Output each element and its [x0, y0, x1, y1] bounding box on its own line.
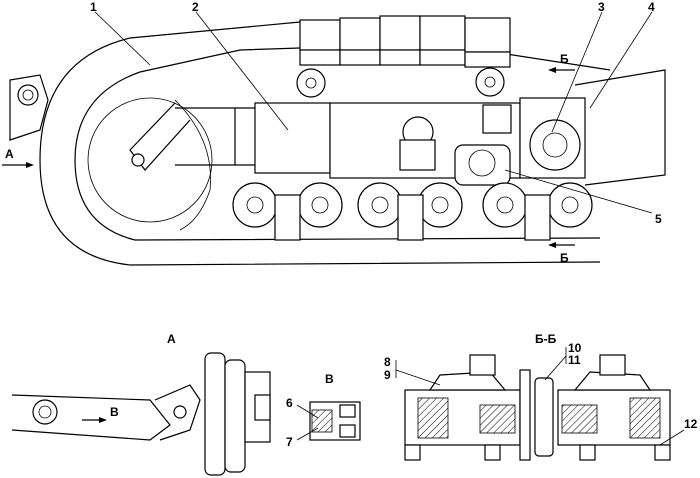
pin-assembly-section — [311, 409, 333, 433]
pin-bolt-bottom — [339, 424, 356, 438]
view-a-arrow-label: А — [5, 147, 14, 161]
view-a: А В — [11, 332, 271, 476]
idler-wheel — [174, 99, 211, 231]
sprocket-housing — [574, 69, 666, 186]
section-b-b: Б-Б 8 9 10 11 12 — [384, 332, 698, 461]
callout-6: 6 — [286, 396, 293, 410]
view-b-title: В — [325, 372, 334, 386]
roller-right-foot-a — [579, 444, 596, 461]
idler-wheel-rim-b — [224, 359, 246, 473]
section-mark-bottom: Б — [560, 251, 569, 265]
yoke-eye — [32, 399, 58, 425]
section-mark-top: Б — [560, 52, 569, 66]
track-rollers — [232, 182, 593, 241]
section-center-flange — [519, 369, 531, 461]
view-b-arrow-label: В — [110, 405, 119, 419]
leader-3 — [551, 11, 603, 133]
leader-2 — [195, 11, 289, 131]
idler-wheel-rim-a — [204, 352, 226, 476]
leader-1 — [94, 11, 151, 66]
main-view: Б Б А 1 2 3 4 5 — [2, 0, 666, 266]
towing-eye-bracket — [9, 74, 49, 141]
carrier-roller-left-hub — [305, 77, 317, 89]
carrier-roller-right-hub — [484, 76, 496, 88]
roller-right-top — [573, 371, 652, 391]
section-center-disc — [534, 377, 554, 457]
callout-1: 1 — [90, 0, 97, 14]
section-title: Б-Б — [535, 332, 557, 346]
final-drive-hub — [529, 119, 581, 171]
final-drive-hub-inner — [542, 132, 568, 158]
callout-11: 11 — [568, 353, 581, 367]
pin-bolt-top — [339, 404, 356, 418]
roller-right-foot-b — [654, 444, 671, 461]
roller-left-foot-b — [484, 444, 501, 461]
track-chain-outer — [39, 21, 611, 266]
view-b-arrowhead — [99, 417, 107, 423]
callout-12: 12 — [684, 417, 698, 431]
leader-10-11 — [544, 355, 567, 381]
callout-9: 9 — [384, 368, 391, 382]
carrier-roller-right — [475, 67, 505, 97]
roller-right-bushing — [561, 404, 598, 434]
view-a-arrowhead — [26, 162, 34, 168]
leader-8-9 — [395, 369, 441, 386]
upper-track-shoes — [299, 15, 511, 68]
towing-eye-hole — [22, 89, 34, 101]
callout-8: 8 — [384, 355, 391, 369]
roller-right-lube-fitting — [599, 354, 626, 376]
leader-12 — [659, 429, 685, 446]
view-a-title: А — [167, 332, 176, 346]
idler-yoke-arm — [11, 394, 171, 441]
view-b: В 6 7 — [286, 372, 361, 449]
carrier-roller-left — [296, 68, 326, 98]
roller-left-shaft-section — [417, 397, 449, 439]
track-frame-front-block — [254, 102, 331, 174]
callout-4: 4 — [648, 0, 655, 14]
yoke-clamp — [154, 384, 201, 441]
leader-7 — [296, 427, 319, 441]
callout-5: 5 — [655, 212, 662, 226]
roller-shaft-flange — [454, 144, 511, 186]
roller-left-bushing — [479, 404, 516, 434]
roller-shaft-bore — [468, 149, 496, 177]
roller-right-shaft-section — [629, 397, 661, 439]
towing-eye — [17, 84, 39, 106]
leader-6 — [296, 404, 319, 419]
callout-2: 2 — [192, 0, 199, 14]
leader-5 — [504, 169, 653, 214]
leader-4 — [589, 11, 653, 109]
roller-left-lube-fitting — [469, 354, 496, 376]
yoke-eye-hole — [38, 405, 52, 419]
section-arrowhead-bottom — [548, 242, 556, 248]
callout-3: 3 — [598, 0, 605, 14]
idler-axle-cap — [254, 394, 271, 421]
idler-pin — [131, 153, 145, 167]
idler-wheel-arc — [87, 97, 213, 223]
callout-10: 10 — [568, 341, 582, 355]
recoil-spring-tube — [175, 107, 255, 166]
callout-7: 7 — [286, 435, 293, 449]
roller-left-foot-a — [404, 444, 421, 461]
yoke-clamp-bolt — [173, 405, 187, 419]
frame-bracket — [399, 139, 436, 171]
track-chain-inner — [74, 47, 601, 241]
section-arrowhead-top — [548, 67, 556, 73]
frame-cover-plate — [482, 104, 512, 134]
